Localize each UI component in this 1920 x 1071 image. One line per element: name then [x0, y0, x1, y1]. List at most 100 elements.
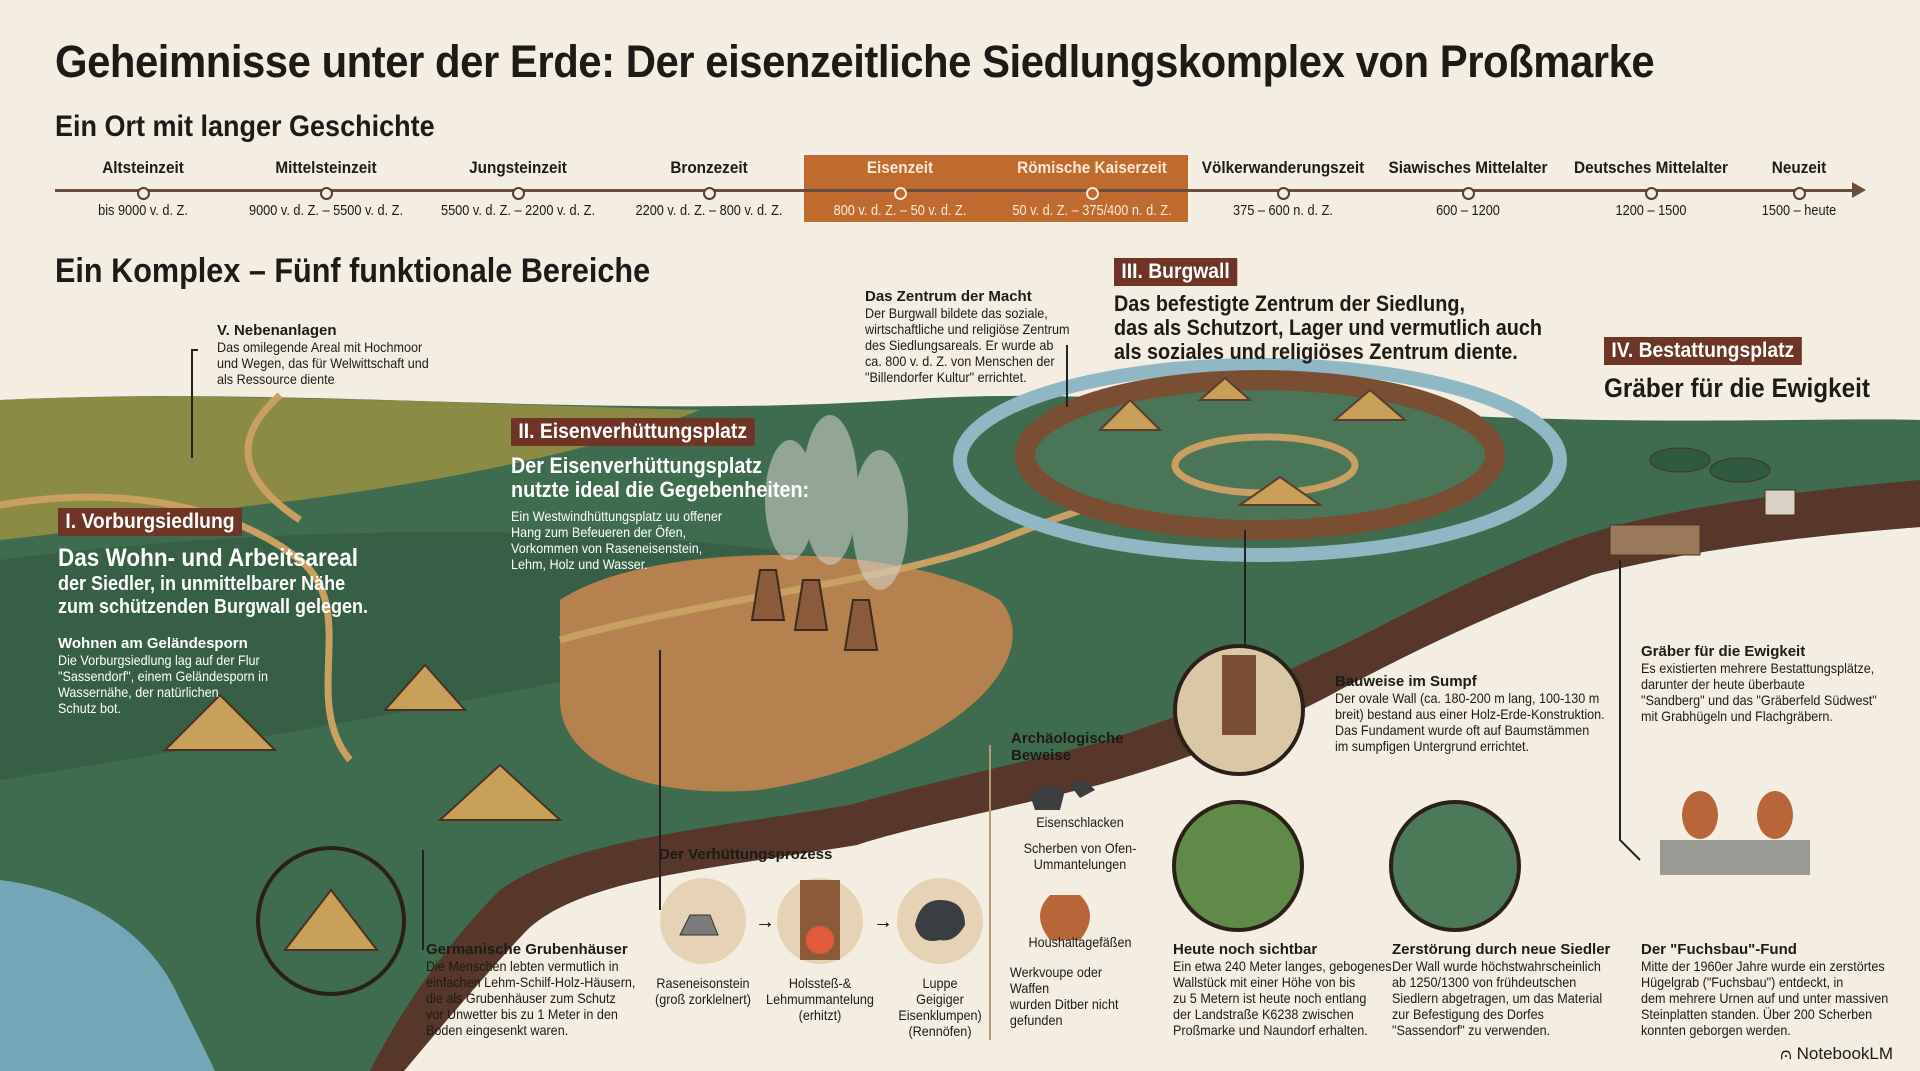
- timeline-arrow-icon: [1852, 182, 1866, 198]
- prozess-title: Der Verhüttungsprozess: [659, 846, 833, 863]
- era-dates: 9000 v. d. Z. – 5500 v. d. Z.: [248, 202, 404, 219]
- era-dates: 5500 v. d. Z. – 2200 v. d. Z.: [440, 202, 596, 219]
- eisen-headline: Der Eisenverhüttungsplatz nutzte ideal d…: [511, 453, 810, 502]
- timeline-highlight: [804, 155, 1188, 222]
- zerstoerung-text: Der Wall wurde höchstwahrscheinlich ab 1…: [1392, 958, 1603, 1038]
- vorburg-tag: I. Vorburgsiedlung: [58, 508, 242, 536]
- era-name: Siawisches Mittelalter: [1388, 158, 1548, 177]
- fuchsbau-illustration: [1660, 791, 1810, 875]
- macht-title: Das Zentrum der Macht: [865, 288, 1032, 305]
- vorburg-headline: Das Wohn- und Arbeitsareal: [58, 544, 359, 572]
- beweise-item: Eisenschlacken: [1036, 814, 1124, 830]
- timeline-item: Neuzeit 1500 – heute: [1689, 158, 1909, 219]
- bestattung-tag: IV. Bestattungsplatz: [1604, 337, 1802, 365]
- sumpf-text: Der ovale Wall (ca. 180-200 m lang, 100-…: [1335, 690, 1605, 754]
- macht-text: Der Burgwall bildete das soziale, wirtsc…: [865, 305, 1070, 385]
- timeline-dot: [702, 187, 716, 200]
- slag-icon: [1030, 780, 1095, 810]
- water: [0, 880, 215, 1071]
- grubenhaus-text: Die Menschen lebten vermutlich in einfac…: [426, 958, 636, 1038]
- bestattung-headline: Gräber für die Ewigkeit: [1604, 373, 1871, 403]
- area-zentrum-der-macht: Das Zentrum der Macht Der Burgwall bilde…: [865, 288, 1092, 385]
- timeline-item: Bronzezeit 2200 v. d. Z. – 800 v. d. Z.: [599, 158, 819, 219]
- notebooklm-logo-icon: ⩀: [1780, 1044, 1792, 1063]
- sumpf-title: Bauweise im Sumpf: [1335, 673, 1477, 690]
- eisen-tag: II. Eisenverhüttungsplatz: [511, 418, 755, 446]
- vorburg-headline-sub: der Siedler, in unmittelbarer Nähe zum s…: [58, 573, 369, 618]
- smoke: [765, 415, 908, 590]
- timeline-item: Jungsteinzeit 5500 v. d. Z. – 2200 v. d. …: [408, 158, 628, 219]
- grave-field: [1609, 447, 1796, 556]
- ground-layer: [370, 480, 1920, 1071]
- era-name: Jungsteinzeit: [469, 158, 567, 177]
- era-name: Neuzeit: [1771, 158, 1827, 177]
- detail-zerstoerung: Zerstörung durch neue Siedler Der Wall w…: [1392, 941, 1625, 1038]
- detail-sichtbar: Heute noch sichtbar Ein etwa 240 Meter l…: [1173, 941, 1416, 1038]
- beweise-item: Scherben von Ofen- Ummantelungen: [1023, 840, 1137, 872]
- era-dates: 1500 – heute: [1761, 202, 1837, 219]
- timeline-dot: [1644, 187, 1658, 200]
- eisen-text: Ein Westwindhüttungsplatz uu offener Han…: [511, 508, 723, 572]
- era-dates: 600 – 1200: [1436, 202, 1500, 219]
- fuchsbau-text: Mitte der 1960er Jahre wurde ein zerstör…: [1641, 958, 1889, 1038]
- graeber-title: Gräber für die Ewigkeit: [1641, 643, 1806, 660]
- area-vorburgsiedlung: I. Vorburgsiedlung Das Wohn- und Arbeits…: [58, 508, 478, 716]
- timeline-dot: [319, 187, 333, 200]
- area-eisenverhuettung: II. Eisenverhüttungsplatz Der Eisenverhü…: [511, 418, 871, 572]
- sichtbar-photo-circle: [1172, 800, 1304, 932]
- zerstoerung-circle: [1389, 800, 1521, 932]
- sichtbar-title: Heute noch sichtbar: [1173, 941, 1318, 958]
- complex-heading: Ein Komplex – Fünf funktionale Bereiche: [55, 252, 651, 290]
- era-name: Bronzezeit: [670, 158, 748, 177]
- nebenanlagen-text: Das omilegende Areal mit Hochmoor und We…: [217, 339, 429, 387]
- vorburg-subtitle: Wohnen am Geländesporn: [58, 635, 248, 652]
- era-name: Mittelsteinzeit: [275, 158, 377, 177]
- pot-icon: [1040, 895, 1090, 940]
- brand-label: NotebookLM: [1796, 1044, 1894, 1063]
- arrow-icon: →: [873, 911, 893, 933]
- era-dates: 375 – 600 n. d. Z.: [1233, 202, 1333, 219]
- furnaces: [750, 569, 879, 651]
- era-dates: 2200 v. d. Z. – 800 v. d. Z.: [635, 202, 783, 219]
- timeline-item: Mittelsteinzeit 9000 v. d. Z. – 5500 v. d…: [216, 158, 436, 219]
- detail-grubenhaus: Germanische Grubenhäuser Die Menschen le…: [426, 941, 659, 1038]
- fort-huts: [1097, 376, 1408, 506]
- timeline-item: Römische Kaiserzeit 50 v. d. Z. – 375/400…: [982, 158, 1202, 219]
- beweise-item: Houshaltagefäßen: [1028, 934, 1132, 950]
- timeline-dot: [1461, 187, 1475, 200]
- detail-sumpf: Bauweise im Sumpf Der ovale Wall (ca. 18…: [1335, 673, 1635, 754]
- area-nebenanlagen: V. Nebenanlagen Das omilegende Areal mit…: [217, 322, 452, 387]
- history-heading: Ein Ort mit langer Geschichte: [55, 110, 435, 143]
- page-title: Geheimnisse unter der Erde: Der eisenzei…: [55, 36, 1655, 87]
- era-name: Römische Kaiserzeit: [1017, 158, 1167, 177]
- detail-graeber: Gräber für die Ewigkeit Es existierten m…: [1641, 643, 1903, 724]
- timeline-dot: [136, 187, 150, 200]
- brand-notebooklm: ⩀ NotebookLM: [1780, 1044, 1893, 1064]
- timeline-item: Siawisches Mittelalter 600 – 1200: [1358, 158, 1578, 219]
- burgwall-tag: III. Burgwall: [1114, 258, 1238, 286]
- era-name: Eisenzeit: [866, 158, 934, 177]
- era-dates: 1200 – 1500: [1615, 202, 1687, 219]
- grubenhaus-title: Germanische Grubenhäuser: [426, 941, 628, 958]
- path: [0, 392, 1101, 763]
- area-bestattungsplatz: IV. Bestattungsplatz Gräber für die Ewig…: [1604, 337, 1900, 404]
- arrow-icon: →: [755, 911, 775, 933]
- nebenanlagen-title: V. Nebenanlagen: [217, 322, 337, 339]
- sichtbar-text: Ein etwa 240 Meter langes, gebogenes Wal…: [1173, 958, 1392, 1038]
- era-dates: 50 v. d. Z. – 375/400 n. d. Z.: [1012, 202, 1172, 219]
- burgwall-headline: Das befestigte Zentrum der Siedlung, das…: [1114, 291, 1542, 364]
- graeber-text: Es existierten mehrere Bestattungsplätze…: [1641, 660, 1877, 724]
- timeline-dot: [1276, 187, 1290, 200]
- area-burgwall: III. Burgwall Das befestigte Zentrum der…: [1114, 258, 1590, 364]
- detail-fuchsbau: Der "Fuchsbau"-Fund Mitte der 1960er Jah…: [1641, 941, 1916, 1038]
- timeline-dot: [1792, 187, 1806, 200]
- step-label: Raseneisonstein (groß zorklelnert): [655, 975, 751, 1007]
- timeline-axis: [55, 189, 1855, 192]
- beweise-note: Werkvoupe oder Waffen wurden Ditber nich…: [1009, 964, 1119, 1028]
- timeline-dot: [893, 187, 907, 200]
- vorburg-text: Die Vorburgsiedlung lag auf der Flur "Sa…: [58, 652, 268, 716]
- era-name: Deutsches Mittelalter: [1574, 158, 1728, 177]
- detail-beweise: Archäologische Beweise Eisenschlacken Sc…: [1000, 730, 1160, 1028]
